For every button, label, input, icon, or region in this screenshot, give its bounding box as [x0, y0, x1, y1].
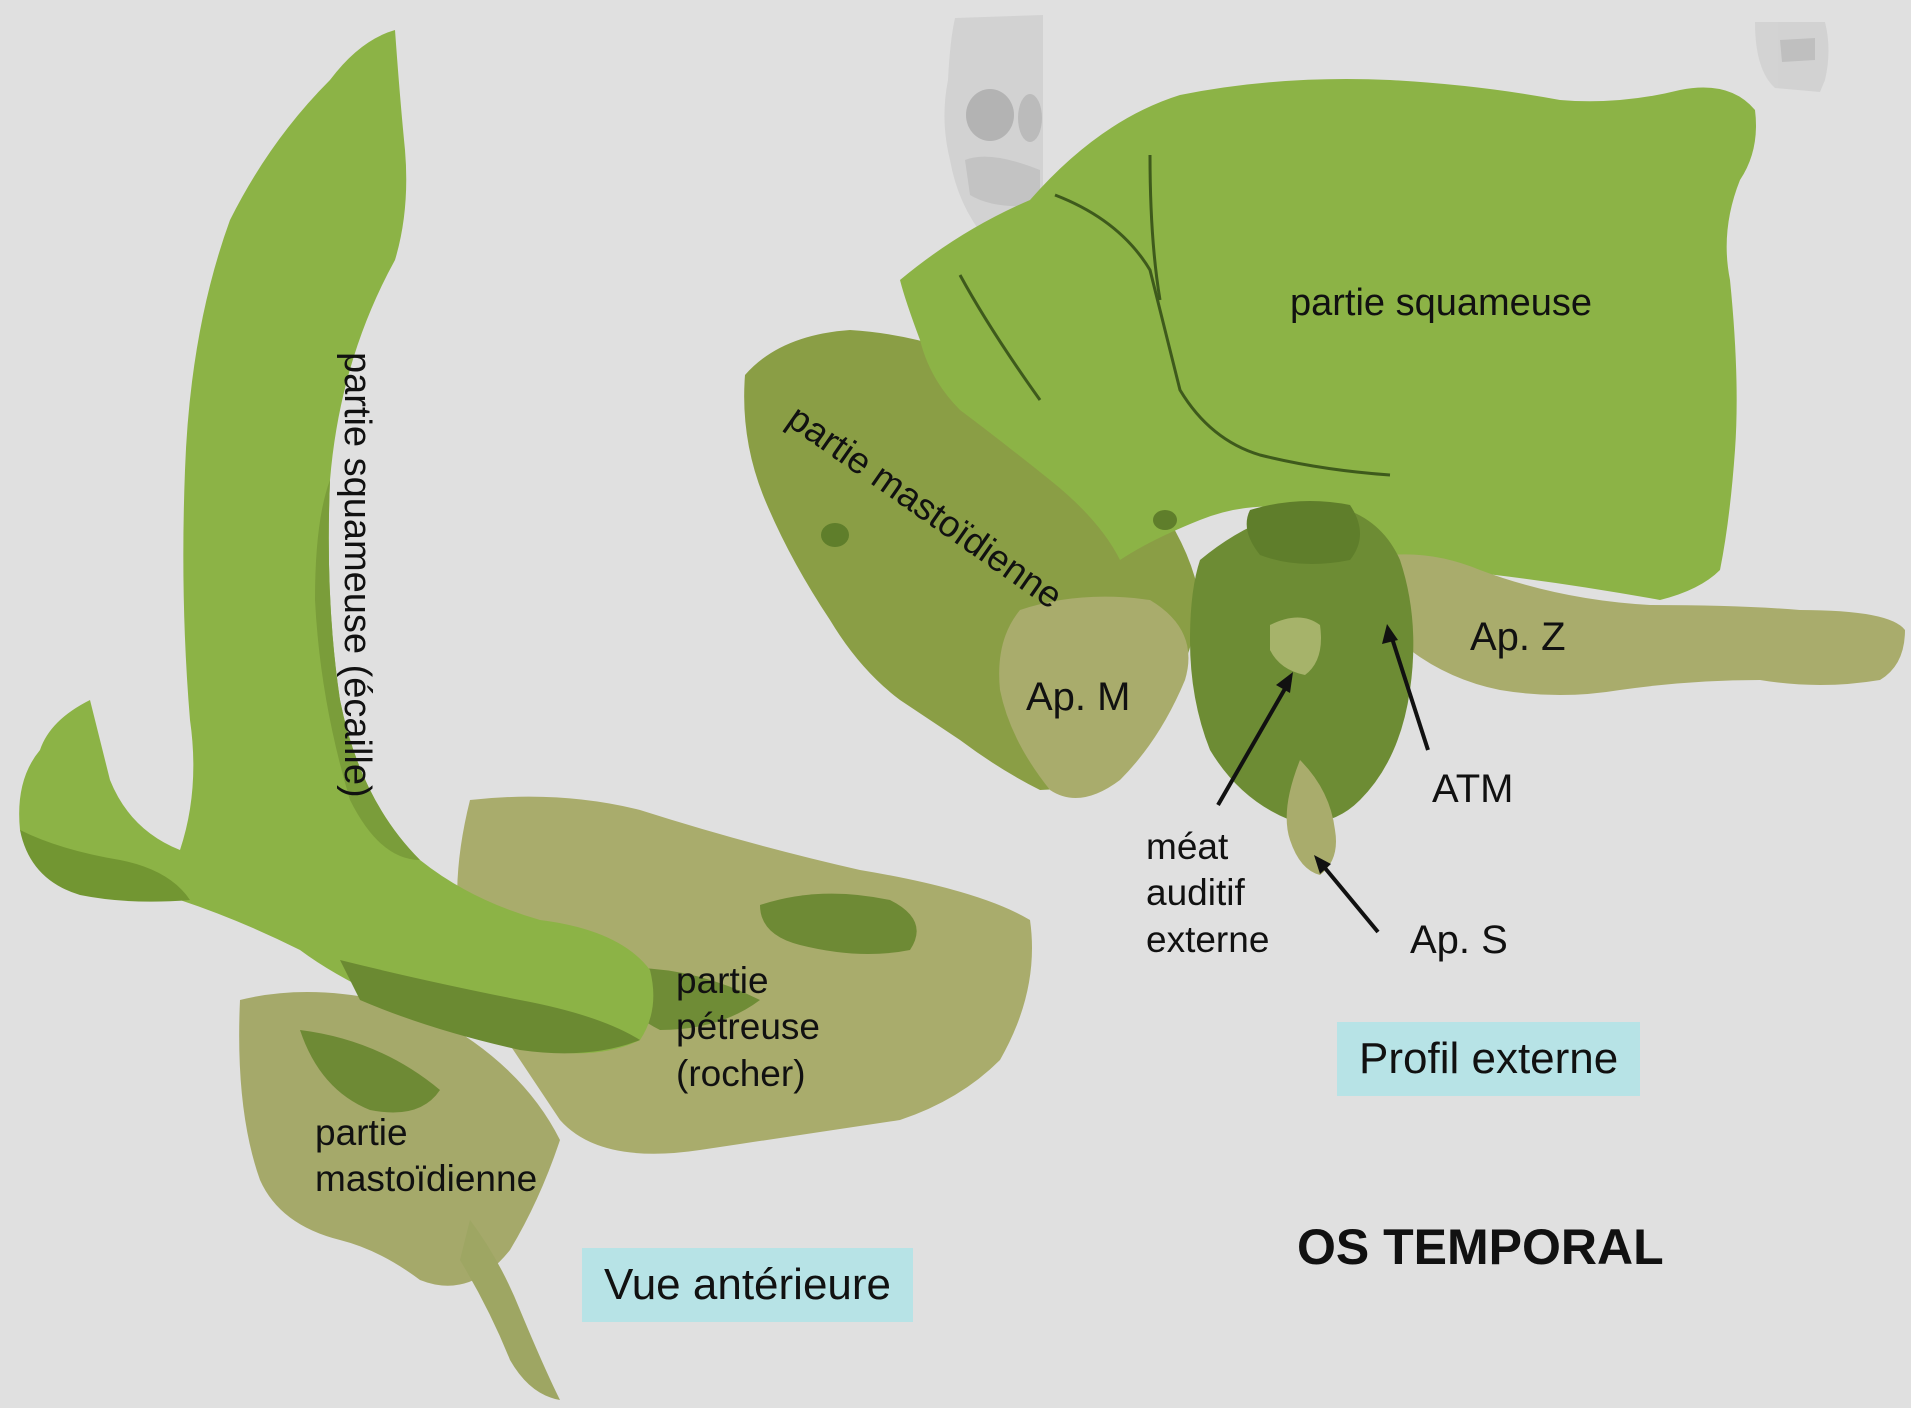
label-external-acoustic-meatus: méat auditif externe [1146, 824, 1269, 963]
label-mastoid-process: Ap. M [1026, 672, 1130, 722]
anterior-label-squamous: partie squameuse (écaille) [333, 352, 381, 782]
lateral-label-squamous: partie squameuse [1290, 280, 1592, 328]
label-styloid-process: Ap. S [1410, 915, 1508, 965]
label-zygomatic-process: Ap. Z [1470, 612, 1566, 662]
anterior-label-petrous: partie pétreuse (rocher) [676, 958, 820, 1097]
lateral-view-caption: Profil externe [1337, 1022, 1640, 1096]
figure-title: OS TEMPORAL [1297, 1218, 1664, 1276]
anterior-label-mastoid: partie mastoïdienne [315, 1110, 537, 1203]
skull-thumbnail-right [1755, 22, 1829, 92]
label-tmj: ATM [1432, 764, 1513, 814]
anterior-view-caption: Vue antérieure [582, 1248, 913, 1322]
